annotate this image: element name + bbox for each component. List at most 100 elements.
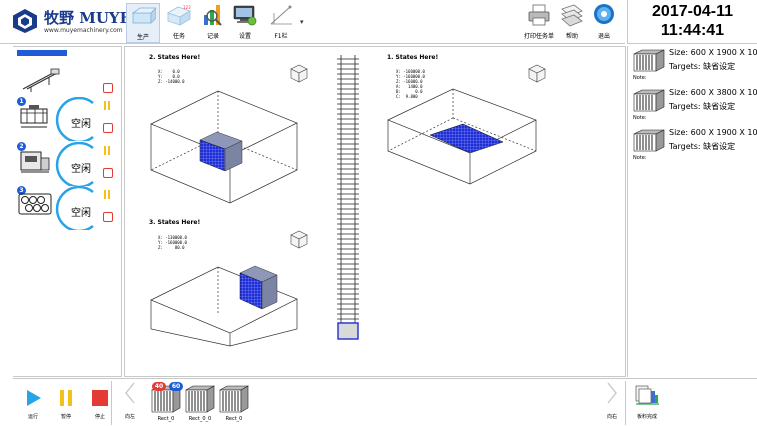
order-item[interactable]: Note: Size: 600 X 1900 X 100 Targets: 缺省… bbox=[630, 126, 757, 166]
queue-item-label: Rect_0 bbox=[225, 416, 243, 422]
toolbar-help-button[interactable]: 帮助 bbox=[558, 3, 586, 43]
order-note: Note: bbox=[633, 75, 647, 81]
count-badge-red: 40 bbox=[152, 382, 166, 391]
stop-label: 停止 bbox=[94, 414, 105, 420]
toolbar-production-button[interactable]: 生产 bbox=[126, 3, 160, 43]
toolbar-f1-button[interactable]: F1栏 bbox=[264, 3, 298, 43]
run-label: 运行 bbox=[27, 414, 38, 420]
station-3-number: 3 bbox=[17, 186, 26, 195]
station-3-state: 空闲 bbox=[71, 208, 91, 219]
toolbar-exit-button[interactable]: 退出 bbox=[590, 3, 618, 43]
station-panel: 1 空闲 2 bbox=[13, 46, 122, 377]
settings-icon bbox=[233, 5, 257, 26]
exit-icon bbox=[594, 4, 614, 24]
queue-next-button[interactable]: 向右 bbox=[599, 381, 625, 425]
order-list: Note: Size: 600 X 1900 X 100 Targets: 缺省… bbox=[627, 46, 757, 377]
scene-3-coords: X: -130000.0 Y: -160000.0 Z: 80.0 bbox=[158, 235, 187, 250]
spool-rack-icon bbox=[18, 193, 52, 215]
queue-item[interactable]: Rect_0 bbox=[219, 385, 249, 425]
divider bbox=[625, 381, 626, 425]
scene-drawing bbox=[150, 55, 546, 347]
pause-icon bbox=[60, 390, 72, 406]
station-3-checkbox[interactable] bbox=[103, 212, 113, 222]
chevron-left-icon bbox=[125, 382, 135, 404]
order-size: Size: 600 X 3800 X 100 bbox=[669, 88, 757, 97]
order-targets: Targets: 缺省设定 bbox=[669, 102, 736, 111]
station-1-state: 空闲 bbox=[71, 119, 91, 130]
queue-prev-button[interactable]: 向左 bbox=[117, 381, 143, 425]
press-machine-icon bbox=[20, 151, 50, 173]
scene-1-coords: X: -160000.0 Y: -160000.0 Z: -16000.0 A:… bbox=[396, 69, 425, 99]
sheet-finished-label: 板料完成 bbox=[636, 414, 657, 420]
divider bbox=[111, 381, 112, 425]
station-3-pause-icon[interactable] bbox=[104, 190, 110, 199]
panel-stack-thumbnail bbox=[219, 385, 249, 413]
pause-label: 暂停 bbox=[60, 414, 71, 420]
progress-bar bbox=[17, 50, 67, 56]
toolbar-print-label: 打印任务单 bbox=[523, 33, 554, 40]
station-1-pause-icon[interactable] bbox=[104, 101, 110, 110]
queue-item-label: Rect_0 bbox=[157, 416, 175, 422]
order-size: Size: 600 X 1900 X 100 bbox=[669, 128, 757, 137]
task-icon: 123 bbox=[167, 5, 191, 26]
panel-stack-thumbnail bbox=[185, 385, 215, 413]
toolbar-records-label: 记录 bbox=[206, 33, 219, 40]
run-button[interactable]: 运行 bbox=[21, 389, 45, 420]
queue-item-label: Rect_0_0 bbox=[188, 416, 212, 422]
toolbar-help-label: 帮助 bbox=[565, 33, 578, 40]
toolbar-task-button[interactable]: 123 任务 bbox=[162, 3, 196, 43]
queue-item[interactable]: 40 60 Rect_0 bbox=[151, 382, 183, 425]
orientation-cube-icon bbox=[290, 64, 546, 249]
stop-button[interactable]: 停止 bbox=[88, 389, 112, 420]
order-size: Size: 600 X 1900 X 100 bbox=[669, 48, 757, 57]
pause-button[interactable]: 暂停 bbox=[54, 389, 78, 420]
brand-logo: 牧野 MUYE www.muyemachinery.com bbox=[12, 6, 131, 38]
clock-date: 2017-04-11 bbox=[652, 3, 733, 20]
station-2-checkbox[interactable] bbox=[103, 168, 113, 178]
scene-3-box bbox=[150, 266, 298, 347]
toolbar-production-label: 生产 bbox=[136, 34, 149, 41]
toolbar-more-button[interactable]: ▾ bbox=[300, 18, 304, 26]
toolbar-settings-button[interactable]: 设置 bbox=[228, 3, 262, 43]
toolbar-print-button[interactable]: 打印任务单 bbox=[522, 3, 556, 43]
scene-3-stack bbox=[239, 265, 278, 310]
toolbar-exit-label: 退出 bbox=[597, 33, 610, 40]
toolbar-records-button[interactable]: 记录 bbox=[196, 3, 230, 43]
conveyor-icon bbox=[22, 68, 60, 92]
station-2-pause-icon[interactable] bbox=[104, 146, 110, 155]
production-icon bbox=[131, 7, 156, 24]
records-icon bbox=[204, 5, 222, 26]
station-2-gauge bbox=[55, 142, 94, 186]
scene-2-coords: X: 0.0 Y: 0.0 Z: -14000.0 bbox=[158, 69, 185, 84]
order-note: Note: bbox=[633, 155, 647, 161]
scene-2-title: 2. States Here! bbox=[149, 54, 201, 61]
station-2-number: 2 bbox=[17, 142, 26, 151]
scene-1-title: 1. States Here! bbox=[387, 54, 439, 61]
order-item[interactable]: Note: Size: 600 X 3800 X 100 Targets: 缺省… bbox=[630, 86, 757, 126]
simulation-canvas: 2. States Here! X: 0.0 Y: 0.0 Z: -14000.… bbox=[124, 46, 626, 377]
station-3-gauge bbox=[55, 186, 94, 230]
station-loader-checkbox[interactable] bbox=[103, 83, 113, 93]
chevron-right-icon bbox=[607, 382, 617, 404]
order-item[interactable]: Note: Size: 600 X 1900 X 100 Targets: 缺省… bbox=[630, 46, 757, 86]
scene-1-box bbox=[387, 88, 537, 185]
brand-name: 牧野 MUYE bbox=[44, 9, 132, 27]
play-icon bbox=[27, 390, 41, 406]
queue-item[interactable]: Rect_0_0 bbox=[185, 385, 215, 425]
conveyor-cart bbox=[337, 322, 359, 340]
order-targets: Targets: 缺省设定 bbox=[669, 142, 736, 151]
station-2: 2 空闲 bbox=[13, 142, 121, 188]
f1-column-icon bbox=[270, 5, 292, 25]
muye-logo-icon bbox=[13, 9, 37, 33]
panel-stack-thumbnail bbox=[633, 49, 665, 72]
station-1-checkbox[interactable] bbox=[103, 123, 113, 133]
bottom-bar: 运行 暂停 停止 向左 bbox=[13, 378, 757, 426]
sheet-finished-button[interactable]: 板料完成 bbox=[627, 383, 667, 423]
printer-icon bbox=[528, 4, 550, 26]
toolbar-settings-label: 设置 bbox=[238, 33, 251, 40]
station-1-gauge bbox=[55, 97, 94, 141]
panel-stack-thumbnail bbox=[633, 89, 665, 112]
conveyor-ladder bbox=[337, 55, 359, 323]
order-note: Note: bbox=[633, 115, 647, 121]
